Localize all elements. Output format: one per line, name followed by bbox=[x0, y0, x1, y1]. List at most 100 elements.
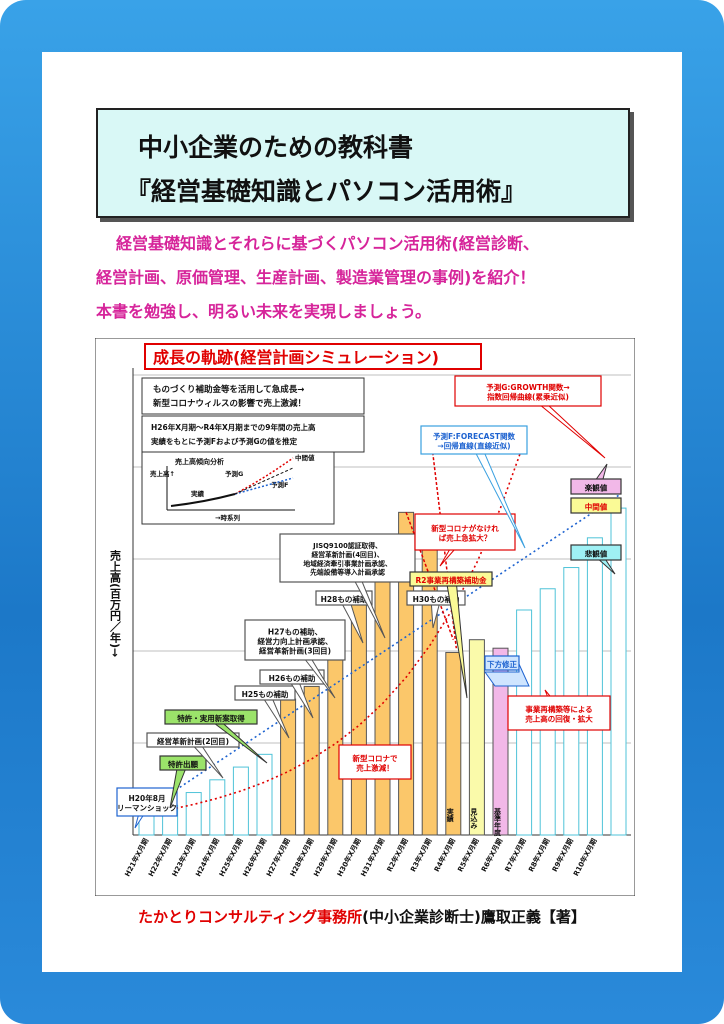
bar bbox=[350, 601, 367, 836]
downward-revision-arrow bbox=[484, 663, 530, 687]
callout-box bbox=[159, 755, 207, 771]
callout-text: 特許出願 bbox=[168, 759, 198, 769]
callout-text: 経営革新計画(4回目)、 bbox=[311, 550, 383, 559]
callout: R2事業再構築補助金 bbox=[409, 571, 493, 699]
inset-title: 売上高傾向分析 bbox=[175, 457, 224, 466]
callout-text: H25もの補助 bbox=[242, 689, 289, 699]
callout: 特許出願 bbox=[159, 755, 207, 809]
inset-predg: 予測G bbox=[225, 469, 243, 478]
callout-box bbox=[315, 590, 373, 606]
callout-box bbox=[570, 497, 622, 514]
callout-box bbox=[414, 513, 516, 551]
callout-text: ば売上急拡大？ bbox=[439, 533, 492, 543]
book-title-line2: 『経営基礎知識とパソコン活用術』 bbox=[126, 177, 527, 206]
callout-box bbox=[420, 425, 528, 455]
inset-actual: 実績 bbox=[191, 489, 205, 498]
callout-text: 指数回帰曲線(累乗近似) bbox=[487, 392, 569, 402]
callout-text: 予測G:GROWTH関数→ bbox=[486, 382, 569, 392]
callout-text: 事業再構築等による bbox=[525, 704, 592, 714]
callout: H26もの補助 bbox=[259, 669, 325, 719]
callout: 楽観値 bbox=[570, 463, 622, 495]
callout: 悲観値 bbox=[570, 544, 622, 575]
callout-box bbox=[116, 787, 178, 817]
info-line2: 新型コロナウィルスの影響で売上激減！ bbox=[153, 398, 306, 409]
callout-box bbox=[484, 655, 520, 671]
bar bbox=[209, 779, 226, 836]
intro-line1: 経営基礎知識とそれらに基づくパソコン活用術(経営診断、 bbox=[116, 234, 539, 253]
callout-text: 特許・実用新案取得 bbox=[177, 713, 245, 723]
callout: H27もの補助、経営力向上計画承認、経営革新計画(3回目) bbox=[244, 619, 346, 699]
bar bbox=[586, 537, 603, 836]
callout-box bbox=[279, 533, 416, 583]
callout-text: 経営革新計画(3回目) bbox=[259, 645, 331, 655]
bar bbox=[327, 639, 344, 836]
callout-text: JISQ9100認証取得、 bbox=[312, 541, 382, 550]
bar bbox=[185, 792, 202, 836]
callout-text: 新型コロナがなけれ bbox=[431, 523, 499, 533]
callouts-group: H20年8月リーマンショック特許出願経営革新計画(2回目)特許・実用新案取得H2… bbox=[116, 375, 622, 829]
author-name: (中小企業診断士)鷹取正義【著】 bbox=[362, 908, 586, 926]
callout: 特許・実用新案取得 bbox=[164, 709, 268, 764]
callout: 下方修正 bbox=[484, 655, 520, 671]
book-title-box: 中小企業のための教科書 『経営基礎知識とパソコン活用術』 bbox=[96, 108, 630, 218]
bar bbox=[492, 647, 509, 836]
inset-middle: 中間値 bbox=[295, 453, 315, 462]
author-line: たかとりコンサルティング事務所(中小企業診断士)鷹取正義【著】 bbox=[138, 906, 586, 927]
info-line4: 実績をもとに予測Fおよび予測Gの値を推定 bbox=[151, 436, 298, 446]
inset-g-line bbox=[234, 457, 294, 495]
callout-text: 経営力向上計画承認、 bbox=[258, 636, 333, 646]
callout-box bbox=[259, 669, 325, 685]
inset-actual-line bbox=[170, 493, 236, 507]
callout-text: H28もの補助 bbox=[321, 594, 368, 604]
callout-text: 売上激減！ bbox=[356, 763, 394, 773]
callout-text: 楽観値 bbox=[584, 482, 608, 492]
callout-text: 地域経済牽引事業計画承認、 bbox=[303, 559, 391, 568]
inset-mid-line bbox=[234, 467, 294, 495]
y-axis-label: 売上高(百万円／年)→ bbox=[109, 549, 123, 658]
bar-label: 見込み bbox=[470, 807, 479, 830]
callout-text: 悲観値 bbox=[585, 548, 608, 558]
callout: 中間値 bbox=[570, 497, 622, 514]
callout-box bbox=[570, 478, 622, 495]
info-line3: H26年X月期～R4年X月期までの9年間の売上高 bbox=[151, 422, 316, 432]
callout-box bbox=[570, 544, 622, 561]
chart-title-box bbox=[144, 343, 482, 370]
trend-inset: 売上高傾向分析 売上高↑ →時系列 実績 予測G 予測F 中間値 bbox=[141, 451, 335, 525]
callout: 予測F:FORECAST関数→回帰直線(直線近似) bbox=[420, 425, 528, 549]
bar-label: 実績 bbox=[446, 807, 454, 823]
inset-ylabel: 売上高↑ bbox=[150, 469, 175, 478]
inset-predf: 予測F bbox=[271, 480, 288, 489]
intro-line2: 経営計画、原価管理、生産計画、製造業管理の事例)を紹介！ bbox=[96, 268, 536, 287]
callout: JISQ9100認証取得、経営革新計画(4回目)、地域経済牽引事業計画承認、先端… bbox=[279, 533, 416, 639]
inset-xlabel: →時系列 bbox=[215, 513, 240, 522]
callout-text: H27もの補助、 bbox=[268, 626, 322, 636]
bar bbox=[445, 651, 462, 836]
book-title-line1: 中小企業のための教科書 bbox=[138, 133, 414, 162]
callout-box bbox=[454, 375, 602, 407]
callout-box bbox=[234, 685, 296, 701]
bar bbox=[232, 766, 249, 836]
callout-text: H30もの補助 bbox=[413, 594, 460, 604]
callout-text: 先端設備等導入計画承認 bbox=[310, 568, 385, 577]
callout-box bbox=[507, 695, 611, 731]
bar bbox=[303, 685, 320, 836]
callout-text: H26もの補助 bbox=[269, 673, 316, 683]
callout-box bbox=[244, 619, 346, 661]
callout-text: R2事業再構築補助金 bbox=[416, 575, 487, 585]
callout: H25もの補助 bbox=[234, 685, 296, 739]
bar bbox=[374, 567, 391, 836]
bar-labels-group: 実績 見込み 基準年度 bbox=[446, 807, 502, 837]
callout-box bbox=[164, 709, 258, 725]
bar-label: 基準年度 bbox=[493, 807, 502, 837]
bar bbox=[468, 639, 485, 836]
callout-box bbox=[338, 744, 412, 780]
callout-text: →回帰直線(直線近似) bbox=[437, 441, 510, 451]
bar bbox=[256, 753, 273, 836]
callout-text: 新型コロナで bbox=[353, 753, 398, 763]
callout-text: リーマンショック bbox=[117, 803, 177, 813]
bar bbox=[280, 698, 297, 836]
callout-text: 中間値 bbox=[585, 501, 608, 511]
